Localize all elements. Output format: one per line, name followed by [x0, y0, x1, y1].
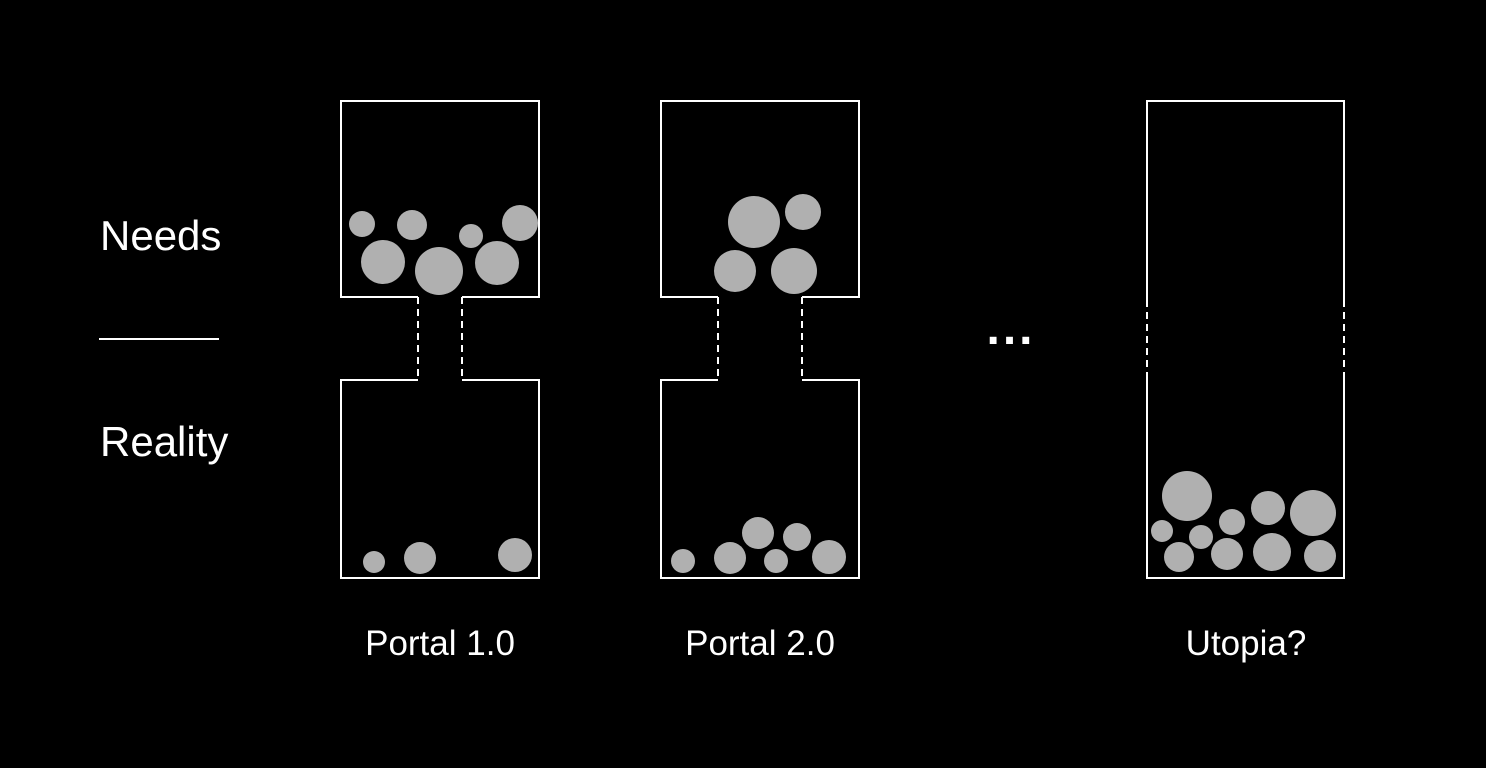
- reality-circle: [1151, 520, 1173, 542]
- row-label-needs: Needs: [100, 212, 221, 259]
- reality-circle: [671, 549, 695, 573]
- reality-circle: [812, 540, 846, 574]
- need-circle: [361, 240, 405, 284]
- panel-label-portal-2: Portal 2.0: [685, 624, 835, 663]
- need-circle: [349, 211, 375, 237]
- panel-label-utopia: Utopia?: [1186, 624, 1307, 663]
- need-circle: [502, 205, 538, 241]
- reality-circle: [1304, 540, 1336, 572]
- reality-circle: [1251, 491, 1285, 525]
- need-circle: [728, 196, 780, 248]
- need-circle: [771, 248, 817, 294]
- need-circle: [459, 224, 483, 248]
- reality-circles-group: [671, 517, 846, 574]
- reality-circle: [363, 551, 385, 573]
- reality-container-outline: [340, 379, 540, 579]
- need-circle: [415, 247, 463, 295]
- reality-circles-group: [363, 538, 532, 574]
- reality-circle: [1211, 538, 1243, 570]
- need-circle: [397, 210, 427, 240]
- reality-circle: [714, 542, 746, 574]
- reality-circle: [1164, 542, 1194, 572]
- needs-circles-group: [349, 205, 538, 295]
- panel-portal-2: Portal 2.0: [660, 100, 860, 663]
- needs-circles-group: [714, 194, 821, 294]
- panel-utopia: Utopia?: [1146, 100, 1345, 663]
- panel-portal-1: Portal 1.0: [340, 100, 540, 663]
- need-circle: [785, 194, 821, 230]
- reality-circle: [1290, 490, 1336, 536]
- panel-label-portal-1: Portal 1.0: [365, 624, 515, 663]
- reality-circle: [404, 542, 436, 574]
- needs-container-outline: [660, 100, 860, 298]
- need-circle: [714, 250, 756, 292]
- container-outline-top: [1146, 100, 1345, 300]
- reality-circle: [742, 517, 774, 549]
- reality-circle: [1253, 533, 1291, 571]
- ellipsis-separator: ...: [986, 302, 1035, 355]
- reality-circle: [498, 538, 532, 572]
- needs-container-outline: [340, 100, 540, 298]
- container-outline-bottom: [1146, 377, 1345, 579]
- row-label-reality: Reality: [100, 418, 228, 465]
- reality-circle: [1189, 525, 1213, 549]
- reality-circle: [1162, 471, 1212, 521]
- need-circle: [475, 241, 519, 285]
- reality-circle: [1219, 509, 1245, 535]
- reality-container-outline: [660, 379, 860, 579]
- reality-circles-group: [1151, 471, 1336, 572]
- reality-circle: [783, 523, 811, 551]
- reality-circle: [764, 549, 788, 573]
